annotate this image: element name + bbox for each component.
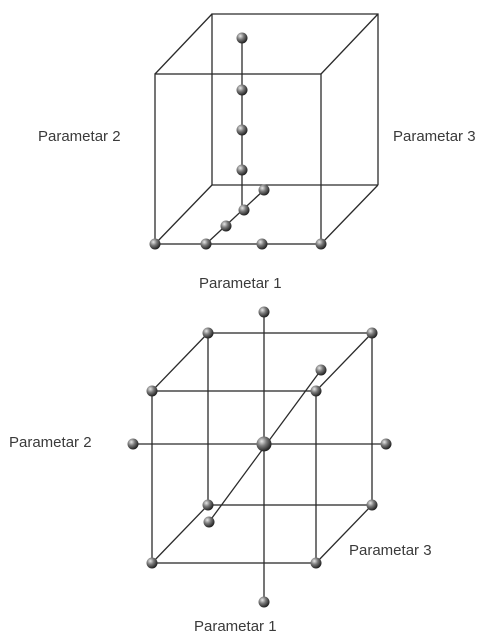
design-point: [220, 220, 232, 232]
bottom-label-parameter-3: Parametar 3: [349, 542, 432, 559]
corner-point: [146, 557, 158, 569]
corner-point: [310, 557, 322, 569]
design-point: [236, 32, 248, 44]
ccd-design-points: [127, 306, 392, 608]
cube-edge-bottom-right: [320, 184, 379, 245]
axial-point: [315, 364, 327, 376]
design-point: [236, 124, 248, 136]
design-point: [258, 184, 270, 196]
cube-edge-bottom-left: [154, 184, 213, 245]
top-label-parameter-2: Parametar 2: [38, 128, 121, 145]
design-point: [315, 238, 327, 250]
design-point: [236, 164, 248, 176]
design-point: [200, 238, 212, 250]
design-point: [256, 238, 268, 250]
corner-point: [146, 385, 158, 397]
corner-point: [366, 327, 378, 339]
cube-edge-top-left: [151, 332, 209, 392]
design-point: [236, 84, 248, 96]
cube-edge-top-left: [154, 13, 213, 75]
axial-point: [258, 596, 270, 608]
design-point: [238, 204, 250, 216]
top-label-parameter-3: Parametar 3: [393, 128, 476, 145]
bottom-label-parameter-2: Parametar 2: [9, 434, 92, 451]
cube-edge-bottom-right: [315, 504, 373, 564]
cube-back-face: [207, 332, 373, 506]
axial-point: [203, 516, 215, 528]
axial-point: [380, 438, 392, 450]
cube-front-face: [154, 73, 322, 245]
center-point: [256, 436, 272, 452]
axis-parameter-3: [205, 189, 265, 245]
corner-point: [202, 327, 214, 339]
axial-point: [127, 438, 139, 450]
corner-point: [310, 385, 322, 397]
corner-point: [366, 499, 378, 511]
design-point: [149, 238, 161, 250]
ofat-design-points: [149, 32, 327, 250]
corner-point: [202, 499, 214, 511]
cube-edge-top-right: [315, 332, 373, 392]
top-label-parameter-1: Parametar 1: [199, 275, 282, 292]
cube-edge-bottom-left: [151, 504, 209, 564]
ofat-design-diagram: [154, 13, 379, 245]
axial-point: [258, 306, 270, 318]
cube-edge-top-right: [320, 13, 379, 75]
cube-back-face: [211, 13, 379, 185]
bottom-label-parameter-1: Parametar 1: [194, 618, 277, 635]
cube-front-face: [151, 390, 317, 564]
